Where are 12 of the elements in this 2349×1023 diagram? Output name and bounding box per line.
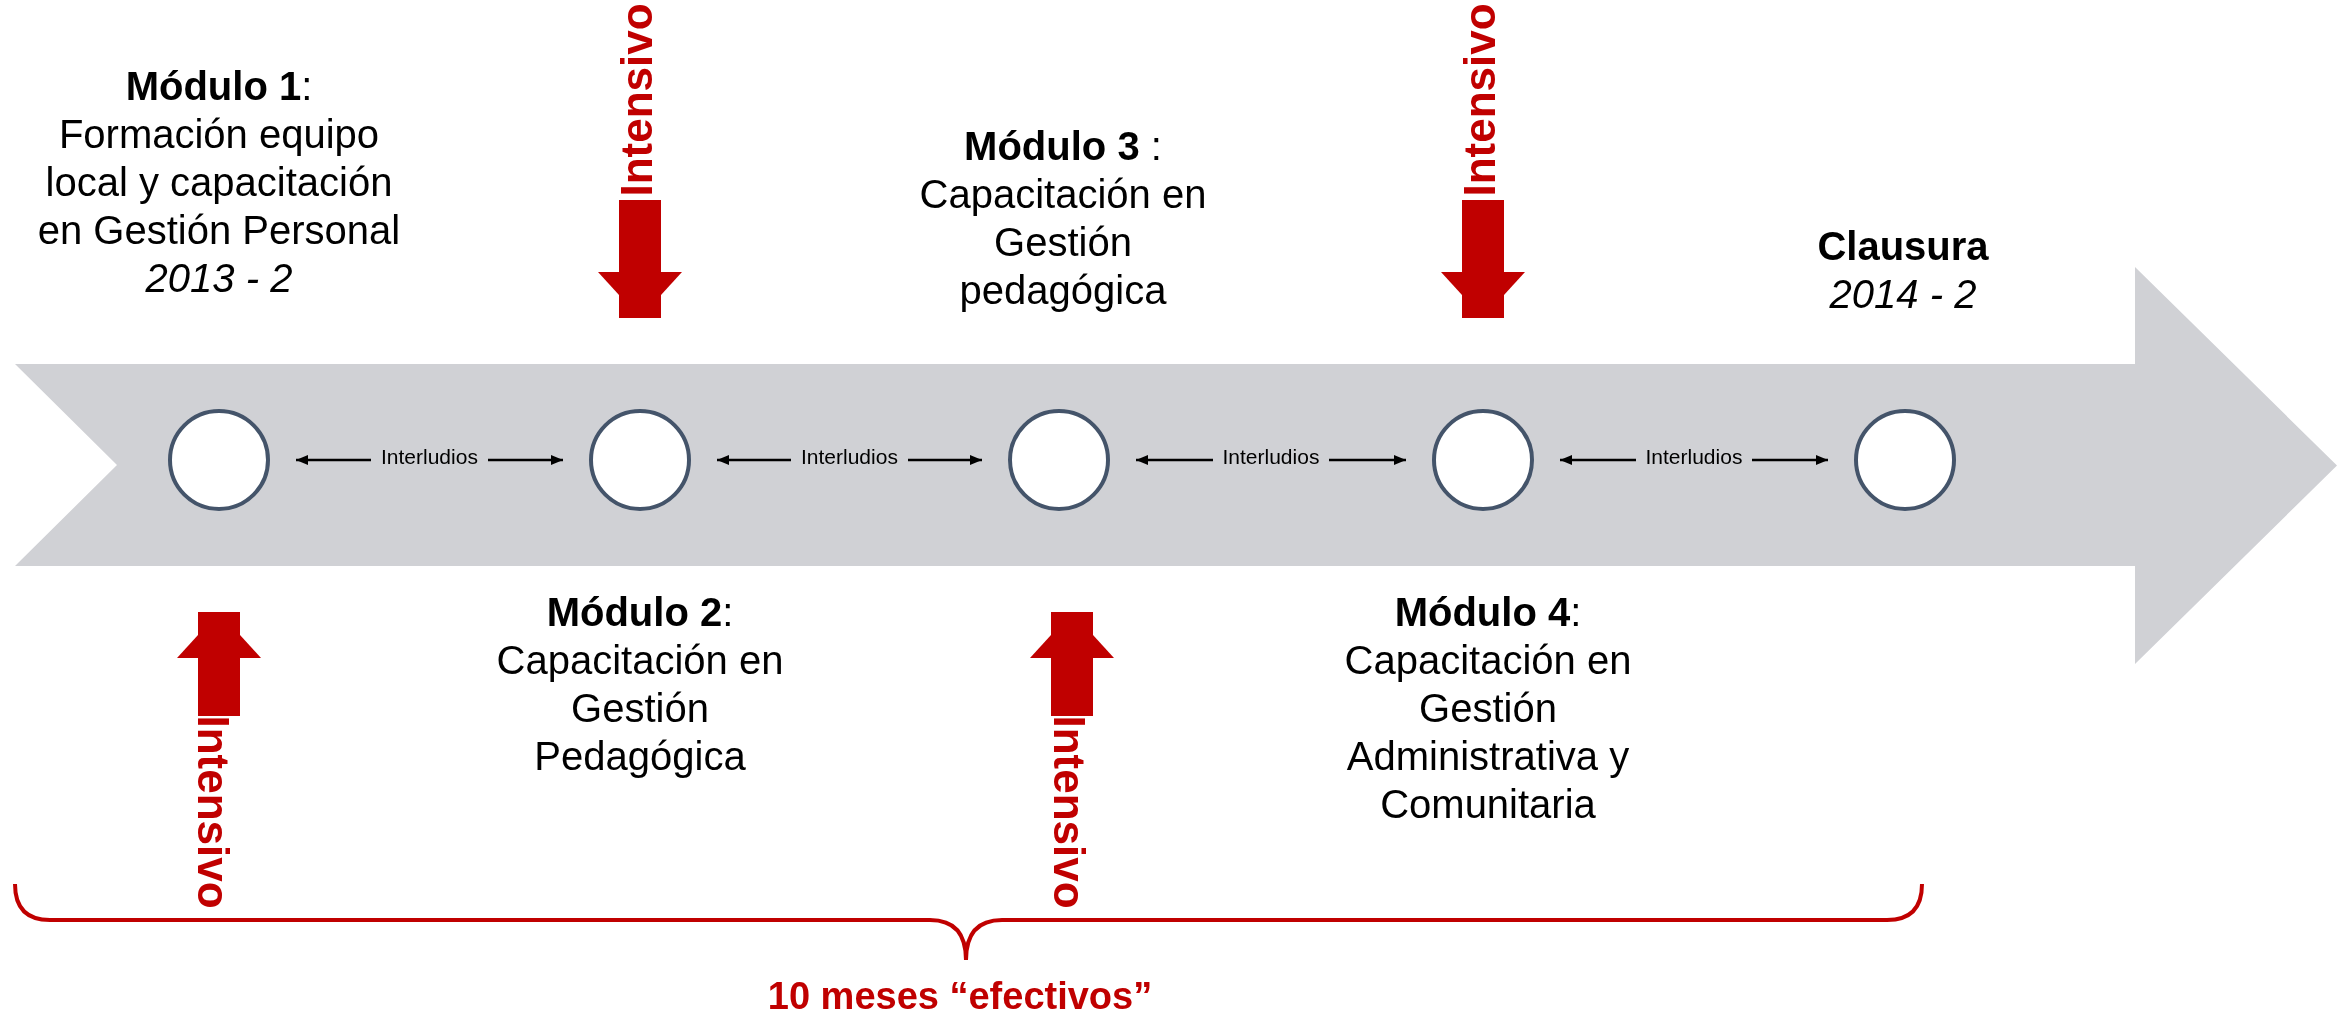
date-text: 2014 - 2 (1828, 271, 1978, 318)
edge-label: Intensivo (187, 715, 238, 909)
edge-label: Intensivo (1454, 3, 1505, 197)
module-description: Módulo 4: Capacitación en Gestión Administrativa y Comunitaria (1343, 589, 1633, 828)
milestone-title: Clausura (1816, 223, 1990, 270)
module-description: Módulo 2: Capacitación en Gestión Pedagógica (495, 589, 785, 780)
module-description: Módulo 1: Formación equipo local y capacitación en Gestión Personal (36, 63, 402, 254)
module-description: Módulo 3 : Capacitación en Gestión pedagógica (918, 123, 1208, 314)
edge-label: Intensivo (611, 3, 662, 197)
date-text: 2013 - 2 (144, 255, 294, 302)
edge-label: Intensivo (1043, 715, 1094, 909)
duration-label: 10 meses “efectivos” (766, 974, 1154, 1019)
